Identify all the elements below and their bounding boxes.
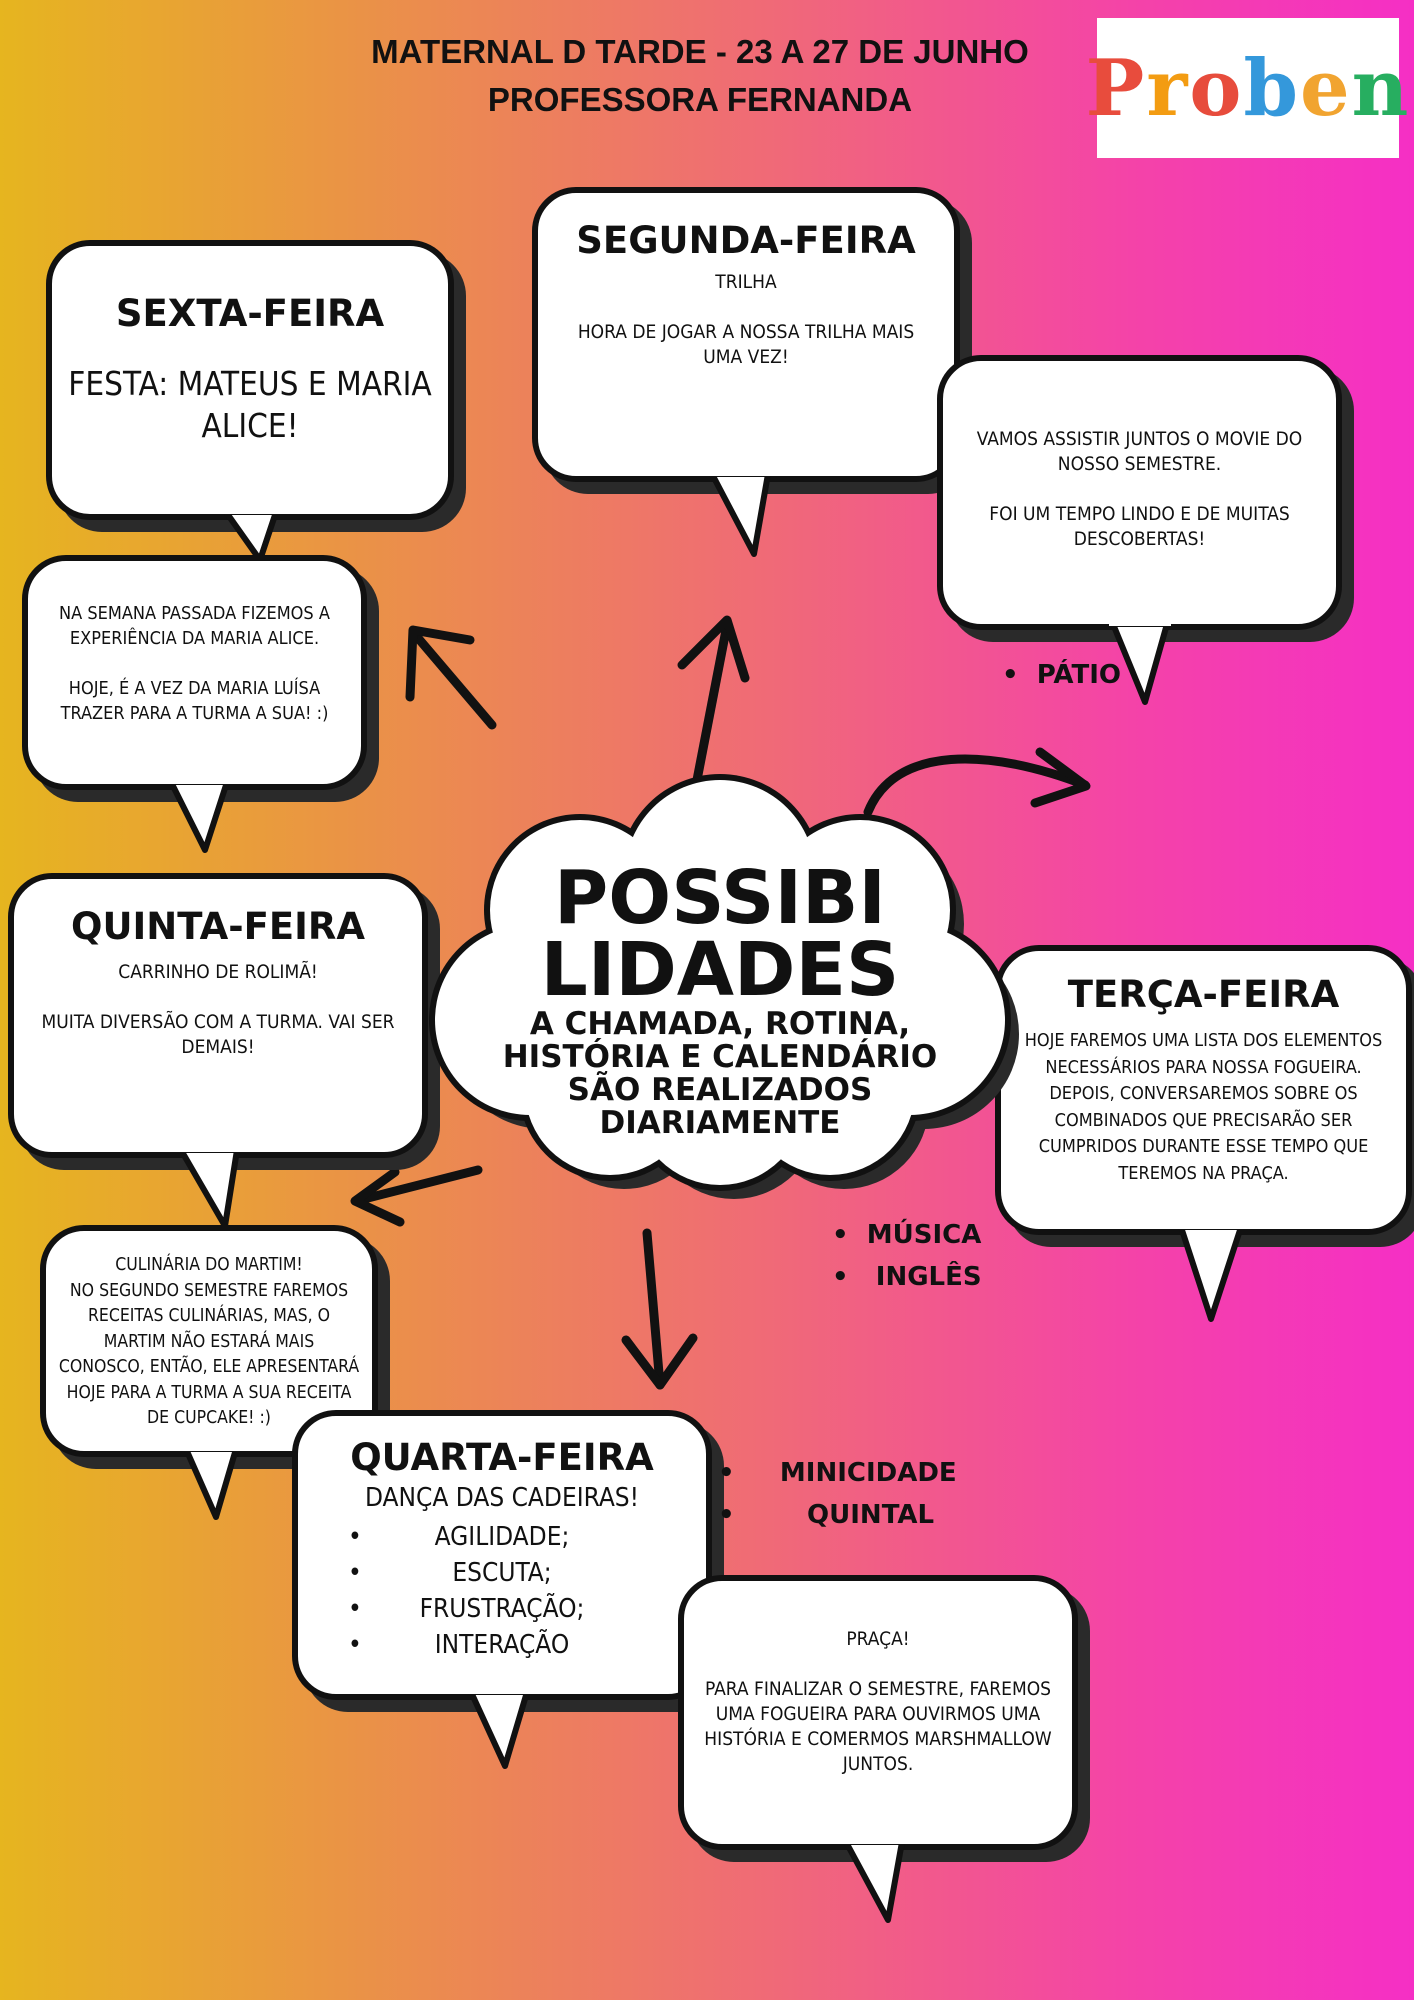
quarta-feira-skill-text: FRUSTRAÇÃO; [419,1594,585,1624]
quarta-feira-skill-text: ESCUTA; [452,1558,552,1588]
quinta-feira-title: QUINTA-FEIRA [70,905,366,948]
patio-list: • PÁTIO [1002,660,1121,702]
quarta-feira-subtitle: DANÇA DAS CADEIRAS! [364,1483,640,1513]
ingles-item: • INGLÊS [832,1262,982,1292]
central-title: POSSIBI LIDADES [440,855,1000,1013]
patio-item: • PÁTIO [1002,660,1122,690]
arrow-to-sexta-icon [405,625,497,730]
quarta-feira-skill-text: AGILIDADE; [434,1522,570,1552]
musica-item: • MÚSICA [832,1220,982,1250]
logo-letter: e [1300,42,1352,134]
experiencia-bubble: NA SEMANA PASSADA FIZEMOS A EXPERIÊNCIA … [22,555,367,790]
sexta-feira-text: FESTA: MATEUS E MARIA ALICE! [68,364,432,445]
arrow-to-quinta-icon [350,1165,483,1227]
culinaria-tail [182,1445,240,1520]
quinta-feira-bubble: QUINTA-FEIRA CARRINHO DE ROLIMÃ! MUITA D… [8,873,428,1158]
quarta-feira-skill-item: • AGILIDADE; [298,1519,706,1555]
header-teacher-line: PROFESSORA FERNANDA [487,81,913,118]
praca-bubble: PRAÇA! PARA FINALIZAR O SEMESTRE, FAREMO… [678,1575,1078,1850]
movie-tail [1109,620,1171,705]
central-cloud [429,774,1019,1199]
terca-feira-bubble: TERÇA-FEIRA HOJE FAREMOS UMA LISTA DOS E… [995,945,1412,1235]
quarta-feira-skill-list: • AGILIDADE; • ESCUTA; • FRUSTRAÇÃO; • INTERAÇÃ… [298,1519,706,1663]
logo-letter: b [1243,42,1300,134]
terca-feira-text: HOJE FAREMOS UMA LISTA DOS ELEMENTOS NEC… [1024,1030,1383,1184]
central-subtitle: A CHAMADA, ROTINA, HISTÓRIA E CALENDÁRIO… [502,1006,938,1141]
logo-letter: P [1085,42,1147,134]
page-header: MATERNAL D TARDE - 23 A 27 DE JUNHO PROF… [300,28,1100,124]
quinta-feira-text: CARRINHO DE ROLIMÃ! MUITA DIVERSÃO COM A… [41,961,395,1058]
segunda-feira-bubble: SEGUNDA-FEIRA TRILHA HORA DE JOGAR A NOS… [532,187,960,482]
experiencia-tail [167,778,231,853]
quinta-feira-tail [177,1146,241,1229]
experiencia-text: NA SEMANA PASSADA FIZEMOS A EXPERIÊNCIA … [59,603,330,724]
bullet-icon: • [348,1522,362,1552]
bullet-icon: • [348,1630,362,1660]
proben-logo: Proben [1086,18,1408,158]
praca-tail [842,1838,906,1923]
movie-text: VAMOS ASSISTIR JUNTOS O MOVIE DO NOSSO S… [976,428,1303,550]
sexta-feira-title: SEXTA-FEIRA [115,292,385,335]
quarta-feira-skill-text: INTERAÇÃO [434,1630,570,1660]
bullet-icon: • [348,1558,362,1588]
segunda-feira-title: SEGUNDA-FEIRA [576,219,916,262]
quarta-feira-skill-item: • INTERAÇÃO [298,1627,706,1663]
arrow-to-segunda-icon [677,615,750,785]
central-title-line2: LIDADES [540,927,900,1013]
arrow-to-movie-icon [863,747,1091,817]
quarta-feira-skill-item: • ESCUTA; [298,1555,706,1591]
sexta-feira-bubble: SEXTA-FEIRA FESTA: MATEUS E MARIA ALICE! [46,240,454,520]
logo-letter: o [1189,42,1244,134]
quarta-feira-tail [467,1688,531,1769]
arrow-to-quarta-icon [621,1228,698,1390]
minicidade-list: • MINICIDADE • QUINTAL [718,1458,957,1542]
bullet-icon: • [348,1594,362,1624]
quarta-feira-skill-item: • FRUSTRAÇÃO; [298,1591,706,1627]
logo-wordmark: Proben [1086,43,1411,134]
movie-bubble: VAMOS ASSISTIR JUNTOS O MOVIE DO NOSSO S… [937,355,1342,630]
segunda-feira-text: TRILHA HORA DE JOGAR A NOSSA TRILHA MAIS… [577,271,915,368]
quarta-feira-bubble: QUARTA-FEIRA DANÇA DAS CADEIRAS! • AGILID… [292,1410,712,1700]
header-class-line: MATERNAL D TARDE - 23 A 27 DE JUNHO [371,33,1029,70]
quintal-item: • QUINTAL [718,1500,935,1530]
logo-letter: r [1146,42,1190,134]
culinaria-text: CULINÁRIA DO MARTIM! NO SEGUNDO SEMESTRE… [58,1255,360,1428]
sexta-feira-tail [222,508,280,563]
segunda-feira-tail [708,470,772,557]
logo-letter: n [1351,42,1411,134]
praca-text: PRAÇA! PARA FINALIZAR O SEMESTRE, FAREMO… [704,1628,1052,1775]
central-title-line1: POSSIBI [554,855,886,941]
terca-feira-tail [1177,1223,1245,1322]
musica-ingles-list: • MÚSICA • INGLÊS [832,1220,982,1304]
minicidade-item: • MINICIDADE [718,1458,957,1488]
terca-feira-title: TERÇA-FEIRA [1067,973,1340,1016]
quarta-feira-title: QUARTA-FEIRA [350,1436,654,1479]
